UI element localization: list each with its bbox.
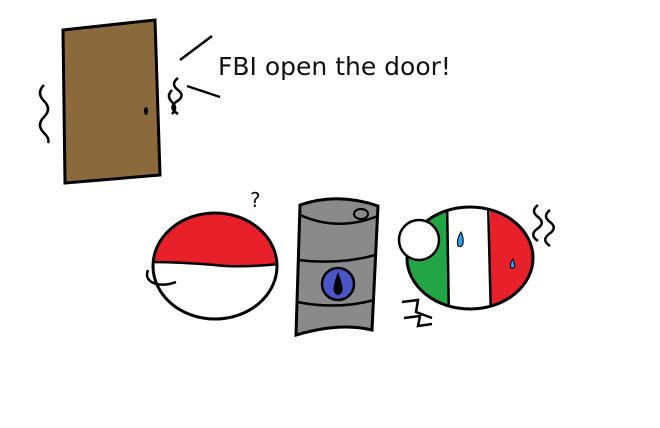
shake-lines-mexico: [401, 204, 555, 328]
oil-drop-icon: [333, 272, 343, 295]
caption-text: FBI open the door!: [218, 52, 451, 81]
door-knob: [144, 107, 148, 115]
shake-lines-door: [38, 35, 221, 144]
mexico-ball: [397, 205, 535, 311]
sweat-drop: [456, 230, 464, 248]
door: [61, 18, 162, 185]
oil-barrel: [294, 197, 380, 338]
question-mark: ?: [250, 188, 261, 212]
poland-ball: [145, 211, 279, 321]
barrel-cap: [353, 208, 369, 220]
hand: [397, 218, 441, 262]
sweat-drop: [509, 257, 516, 269]
